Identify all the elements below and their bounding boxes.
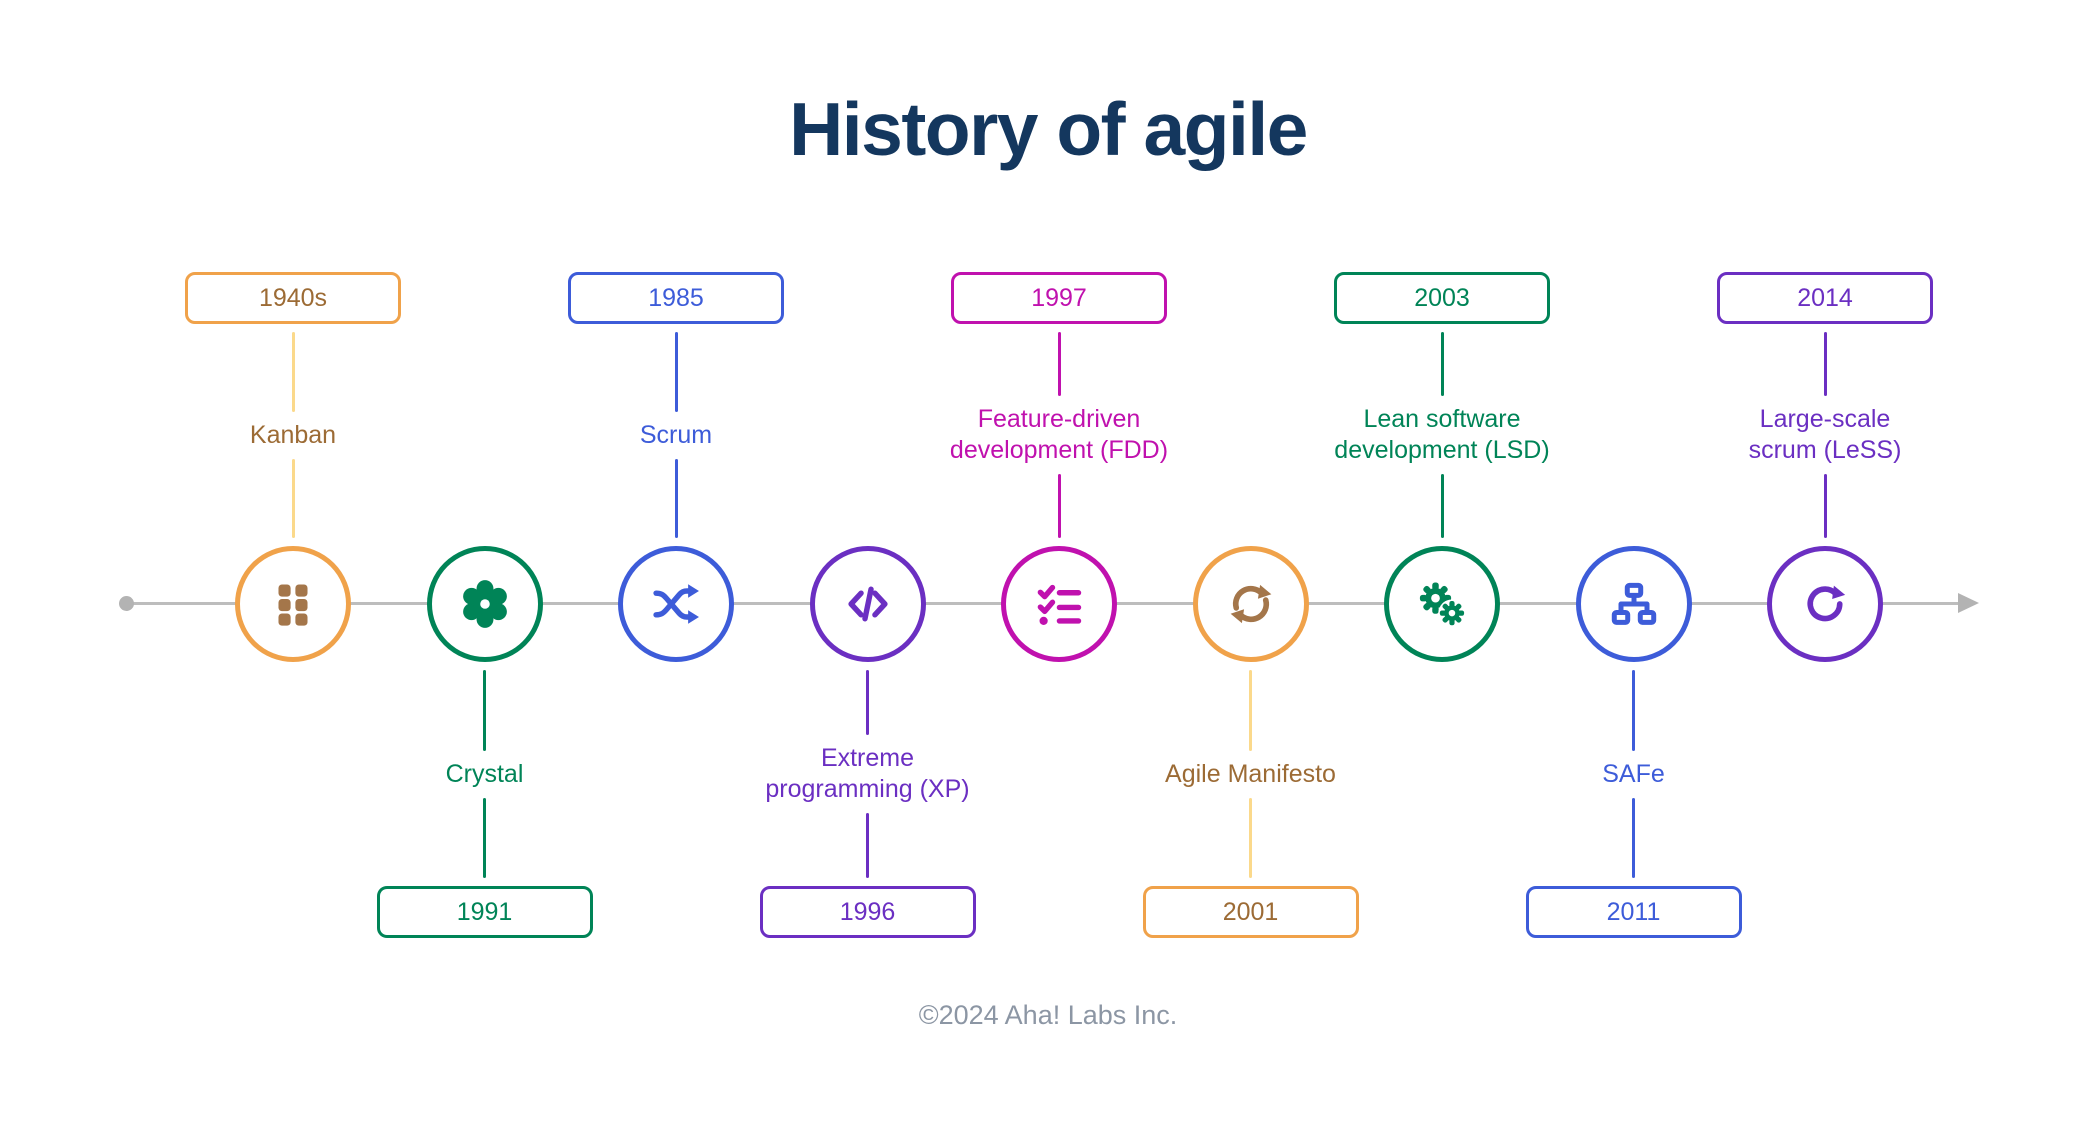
year-label: 2014 — [1797, 283, 1853, 312]
milestone-circle-lsd — [1384, 546, 1500, 662]
timeline-node-fdd: 1997 Feature-driven development (FDD) — [943, 272, 1175, 546]
connector-line — [1823, 332, 1827, 396]
connector-line — [674, 458, 678, 538]
milestone-circle-agile-manifesto — [1192, 546, 1309, 662]
sync-icon — [1230, 584, 1271, 624]
milestone-label-line: Large-scale — [1759, 405, 1891, 433]
milestone-circle-scrum — [618, 546, 734, 662]
milestone-label-line: Lean software — [1363, 405, 1521, 433]
connector-line — [291, 332, 295, 412]
timeline-node-lsd: 2003 Lean software development (LSD) — [1326, 272, 1558, 546]
milestone-label-line: development (LSD) — [1334, 436, 1550, 464]
milestone-label-line: Feature-driven — [977, 405, 1141, 433]
milestone-label-line: Crystal — [445, 759, 524, 788]
timeline-node-kanban: 1940s Kanban — [177, 272, 409, 546]
kanban-grid-icon — [278, 584, 308, 626]
connector-line — [674, 332, 678, 412]
connector-line — [483, 797, 486, 878]
year-badge: 2003 — [1334, 272, 1550, 324]
milestone-label: Extreme programming (XP) — [765, 743, 969, 805]
milestone-label: Feature-driven development (FDD) — [950, 404, 1168, 466]
connector-line — [1440, 474, 1444, 538]
milestone-circle-xp — [809, 546, 926, 662]
milestone-label-line: Kanban — [249, 420, 337, 449]
milestone-label: Scrum — [640, 420, 712, 451]
timeline-node-agile-manifesto: 2001 Agile Manifesto — [1135, 662, 1367, 938]
year-badge: 2001 — [1142, 886, 1359, 938]
milestone-label-line: SAFe — [1602, 759, 1665, 788]
year-badge: 1997 — [951, 272, 1167, 324]
year-label: 1996 — [839, 897, 896, 926]
milestone-label: Crystal — [446, 759, 524, 790]
milestone-label-line: Scrum — [639, 420, 713, 449]
milestone-circle-fdd — [1001, 546, 1117, 662]
year-badge: 1985 — [568, 272, 784, 324]
timeline-end-arrow-icon — [1958, 593, 1979, 613]
shuffle-icon — [653, 584, 699, 624]
timeline-node-scrum: 1985 Scrum — [560, 272, 792, 546]
milestone-label: SAFe — [1602, 759, 1665, 790]
code-icon — [847, 586, 888, 622]
rotate-icon — [1807, 585, 1846, 622]
atom-icon — [462, 580, 507, 628]
milestone-label: Lean software development (LSD) — [1334, 404, 1549, 466]
year-label: 2001 — [1222, 897, 1279, 926]
year-badge: 2014 — [1717, 272, 1933, 324]
milestone-label-line: Extreme — [820, 744, 915, 772]
connector-line — [1057, 332, 1061, 396]
sitemap-icon — [1611, 582, 1656, 625]
gears-icon — [1419, 582, 1466, 627]
year-label: 1991 — [456, 897, 513, 926]
connector-line — [1249, 670, 1252, 751]
milestone-label-line: Agile Manifesto — [1165, 759, 1336, 788]
milestone-label: Agile Manifesto — [1165, 759, 1336, 790]
milestone-label-line: programming (XP) — [765, 775, 970, 803]
connector-line — [1632, 670, 1635, 751]
timeline-node-crystal: 1991 Crystal — [369, 662, 601, 938]
year-badge: 1996 — [759, 886, 976, 938]
copyright-text: ©2024 Aha! Labs Inc. — [918, 1000, 1178, 1030]
timeline-node-less: 2014 Large-scale scrum (LeSS) — [1709, 272, 1941, 546]
connector-line — [866, 813, 869, 878]
milestone-circle-crystal — [426, 546, 543, 662]
year-label: 2003 — [1414, 283, 1470, 312]
milestone-label-line: development (FDD) — [949, 436, 1169, 464]
connector-line — [1440, 332, 1444, 396]
year-label: 1985 — [648, 283, 704, 312]
connector-line — [1057, 474, 1061, 538]
milestone-label-line: scrum (LeSS) — [1748, 436, 1902, 464]
year-badge: 1991 — [376, 886, 593, 938]
connector-line — [1632, 797, 1635, 878]
year-badge: 2011 — [1525, 886, 1742, 938]
connector-line — [1249, 797, 1252, 878]
page-title: History of agile — [789, 87, 1308, 171]
milestone-circle-kanban — [235, 546, 351, 662]
year-badge: 1940s — [185, 272, 401, 324]
timeline-node-xp: 1996 Extreme programming (XP) — [752, 662, 984, 938]
timeline-node-safe: 2011 SAFe — [1518, 662, 1750, 938]
connector-line — [291, 458, 295, 538]
milestone-circle-safe — [1575, 546, 1692, 662]
year-label: 2011 — [1606, 897, 1661, 926]
milestone-label: Kanban — [250, 420, 336, 451]
year-label: 1997 — [1031, 283, 1087, 312]
timeline-start-dot — [119, 596, 134, 611]
connector-line — [866, 670, 869, 735]
connector-line — [1823, 474, 1827, 538]
checklist-icon — [1037, 584, 1082, 626]
milestone-label: Large-scale scrum (LeSS) — [1749, 404, 1902, 466]
connector-line — [483, 670, 486, 751]
year-label: 1940s — [258, 283, 328, 312]
milestone-circle-less — [1767, 546, 1883, 662]
